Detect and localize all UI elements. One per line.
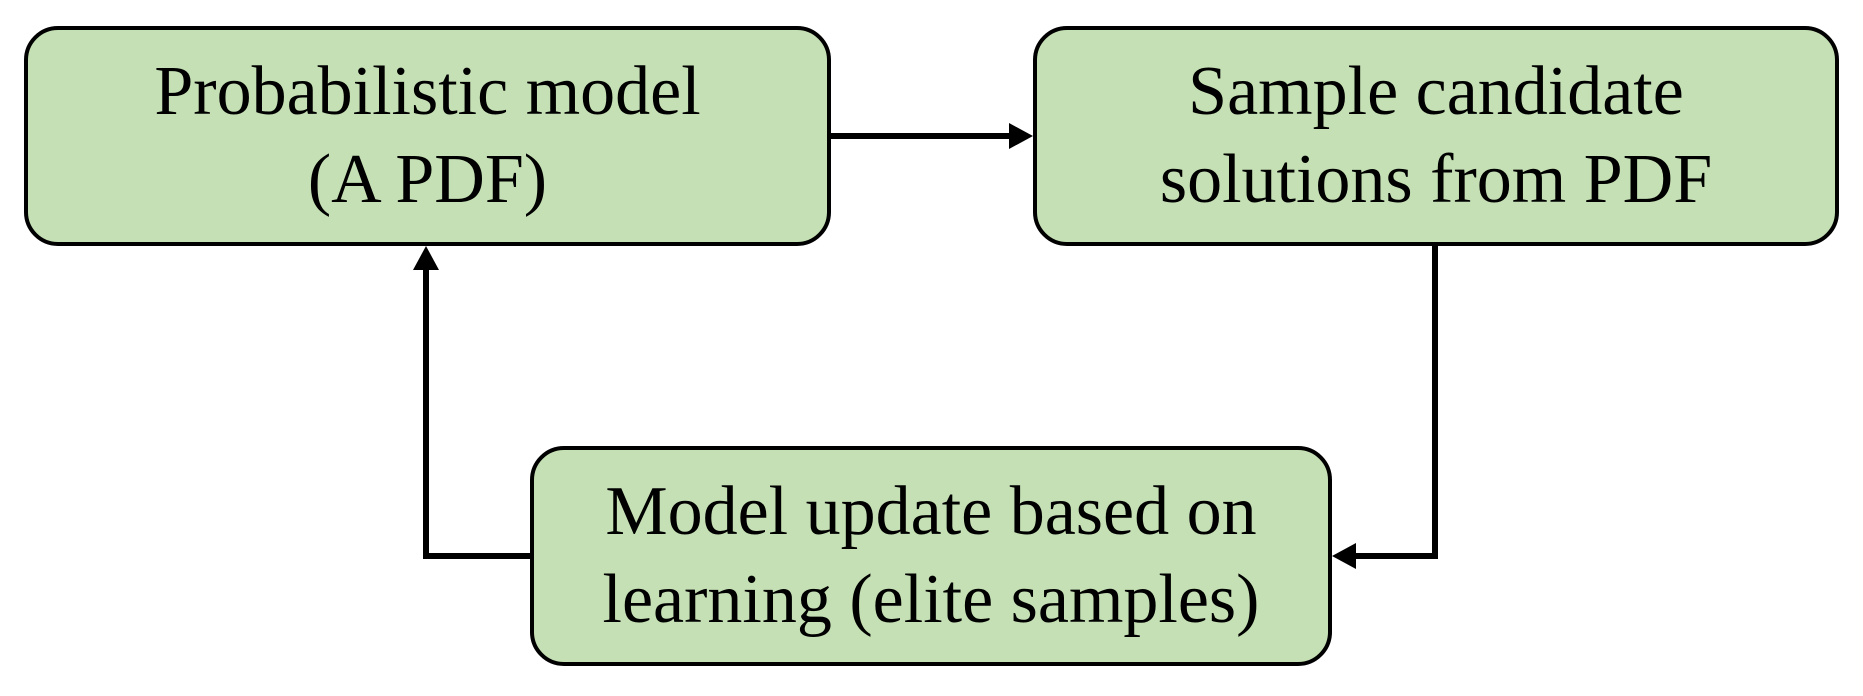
node-probabilistic-model-line-1: Probabilistic model xyxy=(154,53,701,130)
node-probabilistic-model: Probabilistic model (A PDF) xyxy=(24,26,831,246)
node-model-update: Model update based on learning (elite sa… xyxy=(530,446,1332,666)
node-probabilistic-model-line-2: (A PDF) xyxy=(307,141,548,218)
node-sample-candidates: Sample candidate solutions from PDF xyxy=(1033,26,1839,246)
node-model-update-line-2: learning (elite samples) xyxy=(602,561,1260,638)
node-sample-candidates-line-2: solutions from PDF xyxy=(1159,141,1713,218)
arrowhead-update-to-model xyxy=(413,246,439,270)
arrow-update-to-model xyxy=(423,268,530,559)
arrow-sample-to-update xyxy=(1354,246,1438,559)
node-model-update-line-1: Model update based on xyxy=(605,473,1257,550)
node-sample-candidates-line-1: Sample candidate xyxy=(1188,53,1684,130)
arrowhead-sample-to-update xyxy=(1332,543,1356,569)
arrowhead-model-to-sample xyxy=(1009,123,1033,149)
